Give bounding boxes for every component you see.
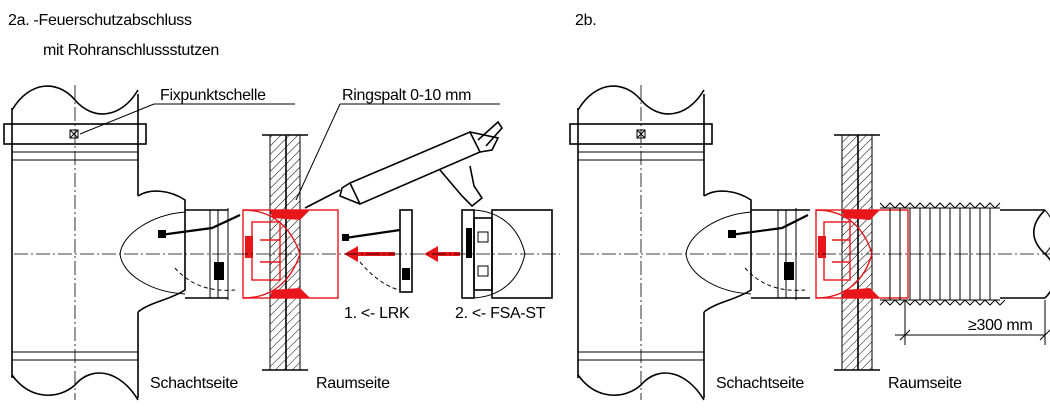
- label-raumseite-2b: Raumseite: [888, 375, 962, 392]
- label-schachtseite: Schachtseite: [150, 375, 238, 392]
- title-2a-line2: mit Rohranschlussstutzen: [43, 42, 219, 59]
- branch-fitting-2b: [685, 190, 810, 313]
- arrow-left-icon: [424, 246, 438, 262]
- drawing-2a: 2a. -Feuerschutzabschluss mit Rohranschl…: [3, 12, 560, 401]
- branch-fitting: [119, 190, 241, 313]
- title-2b: 2b.: [575, 12, 596, 29]
- shaft-pipe: [3, 85, 147, 401]
- sealant-gun-icon: [304, 120, 504, 209]
- shaft-pipe-2b: [569, 85, 713, 401]
- title-2a-line1: 2a. -Feuerschutzabschluss: [8, 12, 192, 29]
- label-step-fsa-st: 2. <- FSA-ST: [455, 305, 546, 322]
- wall-section: [262, 134, 308, 371]
- damper-part-lrk: [342, 209, 413, 293]
- label-raumseite: Raumseite: [316, 375, 390, 392]
- label-ringspalt: Ringspalt 0-10 mm: [342, 87, 471, 104]
- dimension-min-300: ≥300 mm: [895, 300, 1050, 345]
- label-dimension: ≥300 mm: [968, 317, 1032, 334]
- label-step-lrk: 1. <- LRK: [344, 305, 410, 322]
- fire-damper-red-2b: [815, 209, 909, 299]
- clamp-bolt-icon: [69, 129, 79, 139]
- label-fixpunktschelle: Fixpunktschelle: [160, 87, 266, 104]
- fire-damper-red: [242, 209, 339, 299]
- wall-section-2b: [834, 134, 880, 371]
- drawing-2b: 2b.: [569, 12, 1050, 401]
- label-schachtseite-2b: Schachtseite: [716, 375, 804, 392]
